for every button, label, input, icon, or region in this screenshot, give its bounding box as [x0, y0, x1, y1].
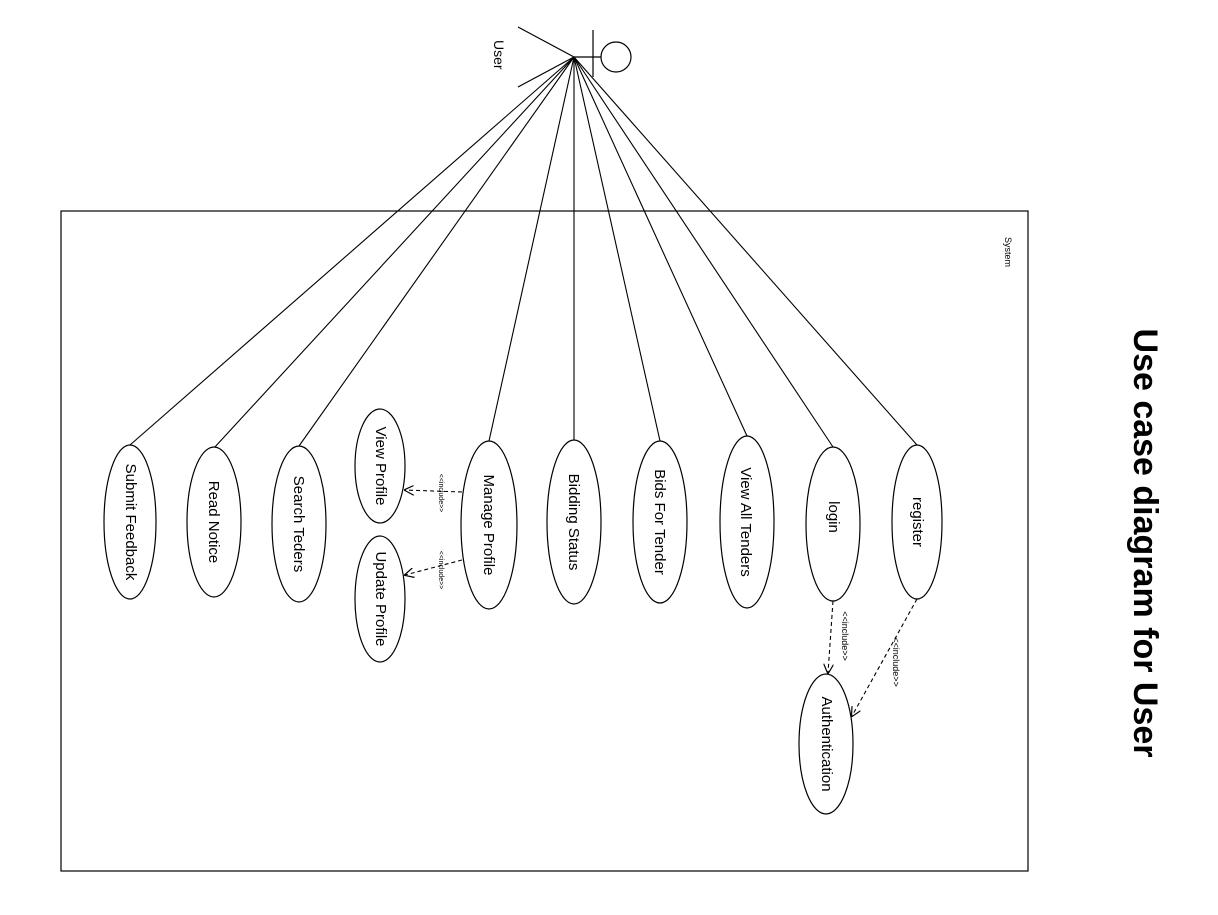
- usecase-label-bidding-status: Bidding Status: [565, 474, 582, 571]
- actor-user: [517, 26, 632, 88]
- usecase-submit-feedback: [103, 444, 157, 600]
- usecase-label-authentication: Authentication: [818, 696, 835, 791]
- actor-leg-right: [517, 56, 575, 88]
- include-arrow-login-auth: [828, 600, 833, 673]
- usecase-search-teders: [271, 445, 327, 603]
- usecase-label-search-teders: Search Teders: [290, 476, 307, 572]
- system-label: System: [1003, 237, 1013, 267]
- system-boundary: [60, 210, 1029, 872]
- usecase-label-bids-for-tender: Bids For Tender: [651, 469, 668, 575]
- include-label-update-profile: <<include>>: [437, 551, 444, 590]
- use-cases: [103, 408, 943, 815]
- include-label-login: <<include>>: [840, 611, 850, 661]
- usecase-label-manage-profile: Manage Profile: [480, 475, 497, 576]
- actor-label: User: [491, 40, 507, 70]
- usecase-label-register: register: [909, 497, 926, 547]
- assoc-read-notice: [213, 56, 575, 449]
- usecase-read-notice: [186, 446, 242, 598]
- usecase-label-view-profile: View Profile: [372, 427, 389, 506]
- include-arrows: [405, 490, 918, 716]
- usecase-view-all-tenders: [719, 435, 775, 609]
- usecase-label-read-notice: Read Notice: [205, 481, 222, 564]
- assoc-search-teders: [298, 56, 575, 447]
- assoc-manage-profile: [488, 56, 575, 442]
- usecase-bids-for-tender: [632, 440, 688, 604]
- assoc-view-all-tenders: [573, 56, 748, 437]
- usecase-label-submit-feedback: Submit Feedback: [122, 464, 139, 581]
- include-arrow-register-auth: [852, 598, 918, 716]
- actor-leg-left: [517, 26, 575, 58]
- include-arrow-manage-view: [405, 490, 463, 492]
- usecase-label-view-all-tenders: View All Tenders: [737, 467, 754, 577]
- usecase-manage-profile: [460, 440, 518, 610]
- usecase-label-login: login: [825, 501, 842, 533]
- usecase-view-profile: [354, 408, 406, 524]
- assoc-submit-feedback: [129, 56, 575, 446]
- assoc-login: [573, 56, 834, 448]
- assoc-register: [573, 56, 918, 446]
- association-lines: [129, 56, 918, 449]
- usecase-update-profile: [354, 535, 406, 663]
- include-label-register: <<include>>: [891, 637, 901, 687]
- include-arrow-manage-update: [405, 559, 463, 575]
- usecase-label-update-profile: Update Profile: [372, 551, 389, 646]
- diagram-title: Use case diagram for User: [1126, 329, 1164, 758]
- usecase-bidding-status: [546, 439, 602, 605]
- actor-head: [600, 41, 632, 73]
- assoc-bids-for-tender: [573, 56, 661, 442]
- include-label-view-profile: <<include>>: [437, 474, 444, 513]
